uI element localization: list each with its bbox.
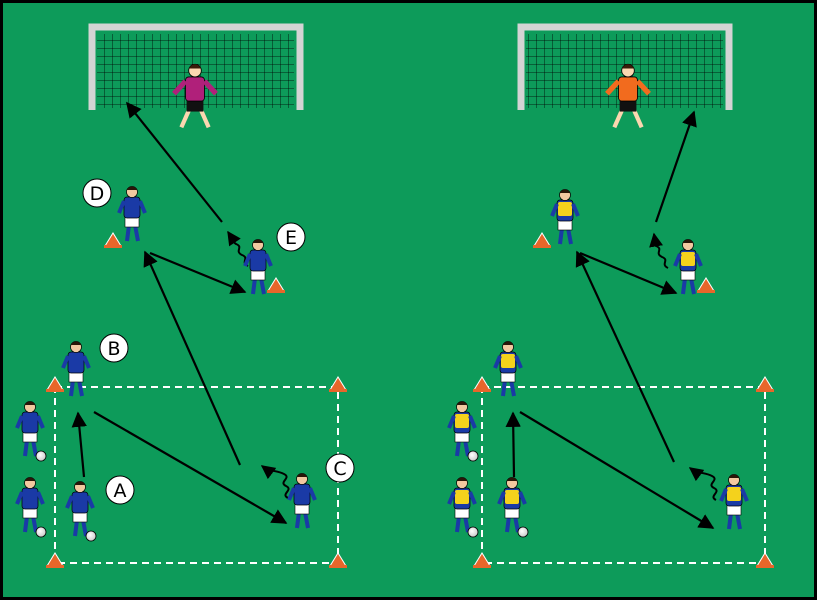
arrow-e-shot — [654, 110, 697, 223]
soccer-ball — [467, 450, 479, 462]
cones — [46, 232, 347, 568]
goal-frame — [517, 23, 733, 110]
waiting-player — [15, 401, 47, 462]
training-area-boundary — [54, 386, 339, 564]
player-b — [493, 341, 523, 397]
dribble-e — [227, 230, 249, 267]
soccer-ball — [467, 526, 479, 538]
cones — [473, 232, 774, 568]
label-e: E — [276, 222, 306, 252]
label-c: C — [325, 453, 355, 483]
player-e — [243, 239, 273, 295]
cone — [473, 376, 491, 392]
soccer-ball — [85, 530, 97, 542]
cone — [697, 277, 715, 293]
cone — [46, 376, 64, 392]
player-a — [65, 481, 97, 542]
player-c — [287, 473, 317, 529]
dribble-c — [260, 465, 290, 499]
pass-arrows — [71, 101, 288, 524]
soccer-ball — [35, 526, 47, 538]
label-d: D — [82, 178, 112, 208]
arrow-a-to-b — [505, 411, 521, 478]
player-e — [673, 239, 703, 295]
right-drill — [473, 23, 774, 568]
soccer-ball — [517, 526, 529, 538]
label-b-text: B — [107, 338, 120, 360]
left-drill — [46, 23, 347, 568]
dribble-c — [688, 467, 718, 501]
cone — [756, 376, 774, 392]
cone — [46, 552, 64, 568]
waiting-player — [447, 401, 479, 462]
player-d — [550, 189, 580, 245]
label-a: A — [105, 475, 135, 505]
cone — [533, 232, 551, 248]
waiting-player — [15, 477, 47, 538]
cone — [329, 552, 347, 568]
label-a-text: A — [114, 480, 127, 502]
cone — [756, 552, 774, 568]
arrow-c-to-d — [143, 250, 242, 466]
cone — [473, 552, 491, 568]
training-area-boundary — [481, 386, 766, 564]
arrow-b-to-c — [519, 411, 715, 529]
player-c — [719, 474, 749, 530]
goalkeeper — [172, 63, 218, 129]
arrow-e-shot — [126, 101, 223, 223]
goal-frame — [88, 23, 304, 110]
pass-arrows — [505, 110, 715, 529]
label-d-text: D — [90, 183, 105, 205]
arrow-a-to-b — [71, 411, 87, 478]
position-labels: A B C D E — [82, 178, 355, 505]
arrow-b-to-c — [93, 411, 288, 524]
dribble-paths — [227, 230, 290, 499]
player-b — [61, 341, 91, 397]
arrow-c-to-d — [575, 250, 675, 463]
arrow-d-to-e — [579, 251, 678, 295]
goalkeeper — [605, 63, 651, 129]
player-a — [497, 477, 529, 538]
player-d — [117, 186, 147, 242]
cone — [104, 232, 122, 248]
dribble-e — [649, 232, 669, 269]
waiting-player — [447, 477, 479, 538]
label-c-text: C — [333, 458, 346, 480]
players — [15, 186, 749, 542]
label-b: B — [99, 333, 129, 363]
cone — [329, 376, 347, 392]
arrow-d-to-e — [149, 251, 247, 294]
label-e-text: E — [285, 227, 297, 249]
soccer-ball — [35, 450, 47, 462]
cone — [267, 277, 285, 293]
dribble-paths — [649, 232, 718, 501]
